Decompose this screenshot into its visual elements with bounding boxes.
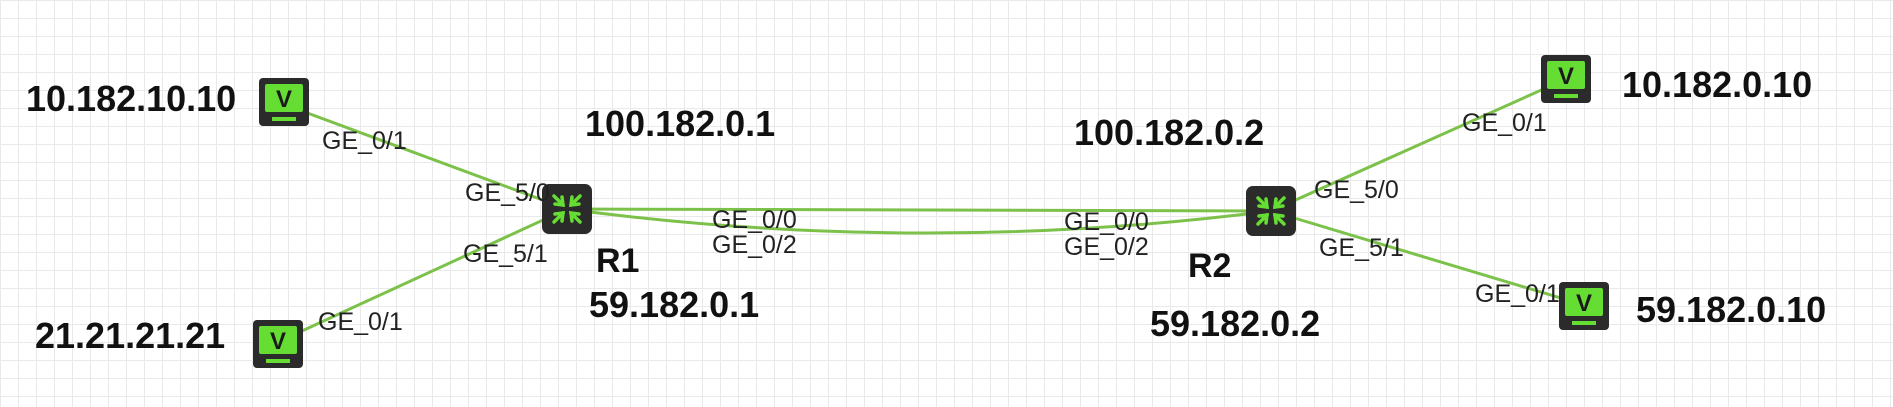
host-h2-stand — [266, 359, 290, 363]
ip-label-r1-bottom: 59.182.0.1 — [589, 284, 759, 325]
ip-label-r2-top: 100.182.0.2 — [1074, 112, 1264, 153]
port-label-h3-side: GE_0/1 — [1462, 109, 1547, 137]
router-r2[interactable] — [1246, 186, 1296, 236]
port-label-h4-side: GE_0/1 — [1475, 280, 1560, 308]
port-label-r1-to-h2: GE_5/1 — [463, 240, 548, 268]
port-label-h2-side: GE_0/1 — [318, 308, 403, 336]
port-label-r2-link-lower: GE_0/2 — [1064, 233, 1149, 261]
link-r2-h4[interactable] — [1270, 209, 1585, 307]
vpc-host-icon: V — [1576, 290, 1592, 317]
link-h2-r1[interactable] — [277, 207, 568, 344]
vpc-host-icon: V — [270, 328, 286, 355]
router-r2-body — [1246, 186, 1296, 236]
router-icon — [1256, 196, 1286, 226]
router-icon — [552, 194, 582, 224]
port-label-r2-to-h3: GE_5/0 — [1314, 176, 1399, 204]
host-h2-screen — [259, 326, 297, 354]
port-label-r2-to-h4: GE_5/1 — [1319, 234, 1404, 262]
router-r1-label: R1 — [596, 242, 639, 280]
host-h4-screen — [1565, 288, 1603, 316]
ip-label-h3: 10.182.0.10 — [1622, 64, 1812, 105]
host-h2[interactable]: V — [253, 320, 303, 368]
link-r1-r2-ge02[interactable] — [566, 207, 1272, 235]
port-label-r1-link-lower: GE_0/2 — [712, 231, 797, 259]
ip-label-h4: 59.182.0.10 — [1636, 289, 1826, 330]
ip-label-r1-top: 100.182.0.1 — [585, 103, 775, 144]
port-label-h1-side: GE_0/1 — [322, 127, 407, 155]
link-r1-r2-ge00[interactable] — [566, 207, 1272, 213]
port-label-r1-link-upper: GE_0/0 — [712, 206, 797, 234]
host-h1-stand — [272, 117, 296, 121]
vpc-host-icon: V — [1558, 63, 1574, 90]
host-h3-screen — [1547, 61, 1585, 89]
host-h3-stand — [1554, 94, 1578, 98]
link-r2-h3[interactable] — [1270, 77, 1567, 213]
links — [277, 77, 1585, 344]
host-h1-screen — [265, 84, 303, 112]
host-h4-stand — [1572, 321, 1596, 325]
ip-label-h2: 21.21.21.21 — [35, 315, 225, 356]
host-h3[interactable]: V — [1541, 55, 1591, 103]
link-h1-r1[interactable] — [282, 102, 568, 211]
ip-label-r2-bottom: 59.182.0.2 — [1150, 303, 1320, 344]
host-h4[interactable]: V — [1559, 282, 1609, 330]
port-label-r1-to-h1: GE_5/0 — [465, 179, 550, 207]
router-r1[interactable] — [542, 184, 592, 234]
host-h1[interactable]: V — [259, 78, 309, 126]
port-label-r2-link-upper: GE_0/0 — [1064, 208, 1149, 236]
router-r2-label: R2 — [1188, 247, 1231, 285]
vpc-host-icon: V — [276, 86, 292, 113]
ip-label-h1: 10.182.10.10 — [26, 78, 236, 119]
